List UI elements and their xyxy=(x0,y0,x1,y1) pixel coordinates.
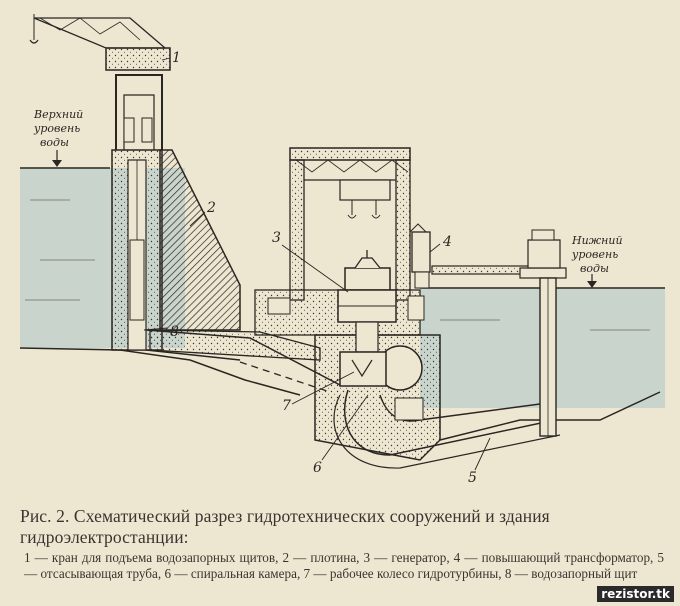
figure-caption-legend: 1 — кран для подъема водозапорных щитов,… xyxy=(24,550,664,581)
turbine xyxy=(339,345,423,391)
hydro-station-diagram: Верхний уровень воды Нижний уровень воды… xyxy=(19,14,665,486)
tailrace-gate xyxy=(431,229,567,437)
callout-3: 3 xyxy=(272,230,281,246)
lower-level-label-line1: Нижний xyxy=(571,234,623,247)
penstock xyxy=(145,329,341,393)
gate-crane xyxy=(29,14,171,150)
callout-leaders xyxy=(143,57,491,471)
lower-level-label-line2: уровень xyxy=(571,248,618,261)
lower-level-label-line3: воды xyxy=(580,262,609,275)
callout-1: 1 xyxy=(172,50,181,66)
upper-level-arrow-icon xyxy=(52,150,62,167)
callout-6: 6 xyxy=(313,460,322,476)
lower-level-arrow-icon xyxy=(587,274,597,288)
callout-5: 5 xyxy=(468,470,477,486)
riverbed xyxy=(19,347,661,441)
site-watermark: rezistor.tk xyxy=(597,586,674,602)
figure-caption-title: Рис. 2. Схематический разрез гидротехнич… xyxy=(20,506,550,547)
gate-tower xyxy=(111,149,163,351)
upper-level-label-line1: Верхний xyxy=(33,108,83,121)
transformer xyxy=(409,223,431,289)
callout-8: 8 xyxy=(170,324,179,340)
upper-level-label-line3: воды xyxy=(40,136,69,149)
callout-2: 2 xyxy=(206,200,216,216)
generator xyxy=(337,250,397,353)
callout-4: 4 xyxy=(442,234,452,250)
upper-level-label-line2: уровень xyxy=(33,122,80,135)
callout-7: 7 xyxy=(282,398,291,414)
draft-tube xyxy=(333,389,561,469)
